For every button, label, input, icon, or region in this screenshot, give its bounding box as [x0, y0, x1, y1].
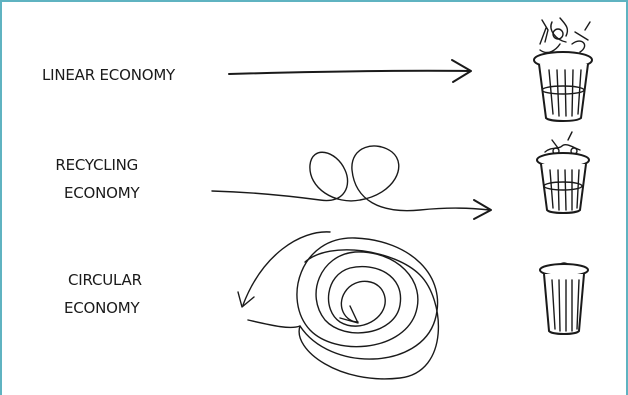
- half-full-trash-can-icon: [537, 132, 589, 213]
- overflowing-trash-can-icon: [534, 18, 592, 121]
- linear-arrow: [229, 60, 471, 82]
- recycling-arrow: [212, 146, 491, 219]
- empty-trash-can-icon: [540, 263, 588, 334]
- circular-scribble: [238, 232, 438, 379]
